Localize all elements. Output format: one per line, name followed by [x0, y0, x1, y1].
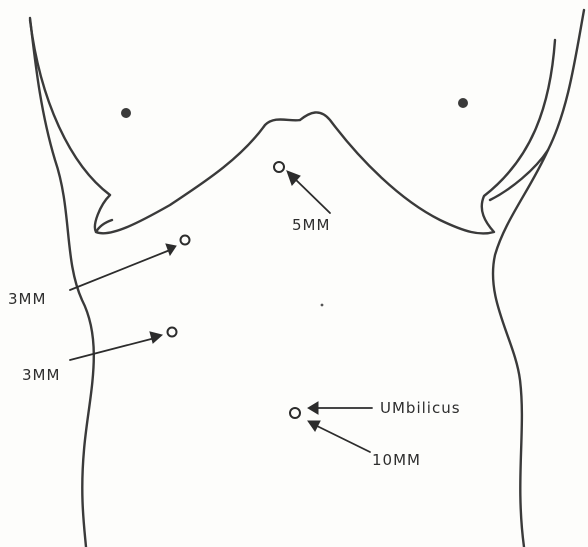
right-breast-outline: [300, 40, 555, 234]
arrow-5mm-line: [293, 177, 330, 213]
arrow-3mm-lower-line: [70, 338, 155, 360]
left-nipple: [121, 108, 131, 118]
left-inframammary-line: [96, 220, 112, 232]
right-nipple: [458, 98, 468, 108]
left-breast-outline: [30, 20, 300, 233]
port-10mm-circle: [290, 408, 300, 418]
label-3mm-lower: 3MM: [22, 366, 60, 384]
speck: [321, 304, 324, 307]
arrow-umbilicus-head: [308, 402, 318, 414]
port-3mm-upper-circle: [181, 236, 190, 245]
arrow-3mm-upper-head: [166, 244, 176, 255]
label-umbilicus: UMbilicus: [380, 399, 461, 417]
arrow-3mm-upper-line: [70, 250, 170, 290]
label-5mm: 5MM: [292, 216, 330, 234]
label-3mm-upper: 3MM: [8, 290, 46, 308]
label-10mm: 10MM: [372, 451, 421, 469]
port-5mm-circle: [274, 162, 284, 172]
arrow-10mm-line: [315, 425, 370, 452]
arrow-3mm-lower-head: [150, 332, 162, 343]
port-3mm-lower-circle: [168, 328, 177, 337]
torso-left-outline: [30, 18, 94, 547]
torso-right-outline: [493, 10, 584, 547]
